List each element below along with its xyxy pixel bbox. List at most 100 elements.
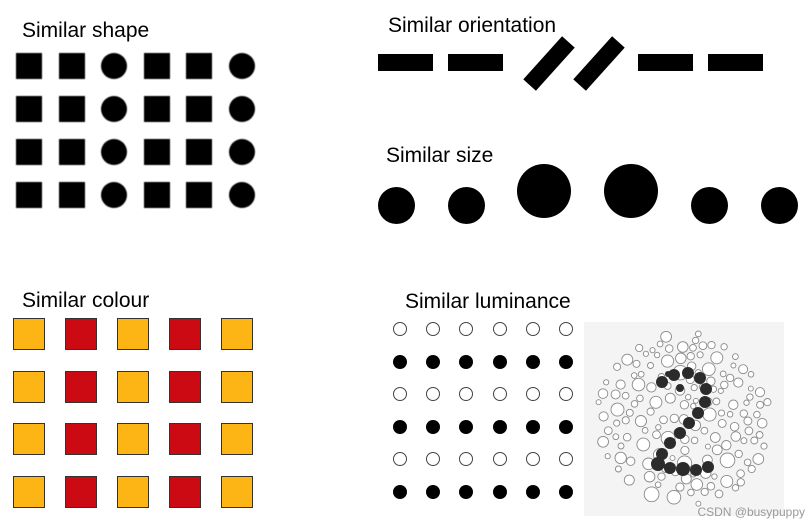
shape-label: Similar shape: [22, 19, 150, 42]
square-shape: [186, 182, 212, 208]
orange-square: [117, 423, 149, 455]
colour-grid: [0, 0, 270, 525]
horizontal-bar: [378, 54, 433, 71]
square-shape: [186, 96, 212, 122]
open-dot: [559, 452, 573, 466]
square-shape: [143, 53, 170, 79]
square-shape: [58, 139, 85, 165]
filled-dot: [459, 484, 474, 499]
red-square: [169, 370, 201, 403]
filled-dot: [426, 419, 441, 434]
circle-shape: [228, 96, 255, 122]
orientation-label: Similar orientation: [388, 14, 557, 37]
orange-square: [13, 370, 45, 403]
square-shape: [16, 53, 42, 79]
open-dot: [459, 387, 474, 401]
square-shape: [16, 182, 42, 208]
square-shape: [186, 139, 212, 165]
ishihara-plate-image: [584, 322, 784, 516]
square-shape: [143, 139, 170, 165]
filled-dot: [525, 354, 540, 369]
colour-label: Similar colour: [22, 289, 150, 312]
filled-dot: [559, 354, 573, 369]
open-dot: [426, 452, 441, 466]
luminance-label: Similar luminance: [405, 290, 571, 313]
circle-shape: [228, 139, 255, 165]
open-dot: [492, 452, 507, 466]
open-dot: [426, 322, 441, 336]
square-shape: [143, 96, 170, 122]
open-dot: [459, 322, 474, 336]
horizontal-bar: [448, 54, 503, 71]
small-dot: [760, 186, 798, 224]
small-dot: [690, 186, 728, 224]
size-dots: [0, 0, 809, 240]
orientation-bars: [0, 0, 809, 110]
circle-shape: [101, 53, 127, 79]
square-shape: [16, 139, 42, 165]
open-dot: [525, 387, 540, 401]
orange-square: [221, 423, 253, 455]
open-dot: [559, 387, 573, 401]
orange-square: [13, 318, 45, 350]
small-dot: [447, 186, 485, 224]
open-dot: [492, 387, 507, 401]
open-dot: [393, 322, 407, 336]
orange-square: [117, 475, 149, 508]
circle-shape: [228, 182, 255, 208]
size-label: Similar size: [386, 144, 494, 167]
open-dot: [525, 322, 540, 336]
orange-square: [221, 318, 253, 350]
circle-shape: [101, 139, 127, 165]
large-dot: [517, 164, 571, 218]
orange-square: [13, 475, 45, 508]
red-square: [169, 423, 201, 455]
filled-dot: [393, 419, 407, 434]
filled-dot: [426, 484, 441, 499]
red-square: [169, 318, 201, 350]
small-dot: [377, 186, 415, 224]
filled-dot: [393, 484, 407, 499]
large-dot: [604, 164, 658, 218]
filled-dot: [525, 419, 540, 434]
red-square: [65, 318, 97, 350]
filled-dot: [492, 484, 507, 499]
open-dot: [559, 322, 573, 336]
square-shape: [143, 182, 170, 208]
square-shape: [16, 96, 42, 122]
square-shape: [58, 53, 85, 79]
filled-dot: [559, 484, 573, 499]
red-square: [169, 475, 201, 508]
open-dot: [426, 387, 441, 401]
open-dot: [393, 387, 407, 401]
orange-square: [117, 370, 149, 403]
luminance-dot-grid: [393, 322, 573, 499]
open-dot: [525, 452, 540, 466]
red-square: [65, 475, 97, 508]
filled-dot: [426, 354, 441, 369]
filled-dot: [525, 484, 540, 499]
orange-square: [117, 318, 149, 350]
orange-square: [221, 370, 253, 403]
filled-dot: [492, 419, 507, 434]
orange-square: [13, 423, 45, 455]
open-dot: [459, 452, 474, 466]
filled-dot: [559, 419, 573, 434]
square-shape: [58, 96, 85, 122]
horizontal-bar: [638, 54, 693, 71]
open-dot: [492, 322, 507, 336]
circle-shape: [101, 96, 127, 122]
red-square: [65, 370, 97, 403]
circle-shape: [101, 182, 127, 208]
horizontal-bar: [708, 54, 763, 71]
orange-square: [221, 475, 253, 508]
filled-dot: [459, 419, 474, 434]
filled-dot: [393, 354, 407, 369]
watermark: CSDN @busypuppy: [697, 505, 805, 519]
plate-digit-dots: [651, 367, 714, 476]
square-shape: [186, 53, 212, 79]
filled-dot: [492, 354, 507, 369]
square-shape: [58, 182, 85, 208]
red-square: [65, 423, 97, 455]
open-dot: [393, 452, 407, 466]
